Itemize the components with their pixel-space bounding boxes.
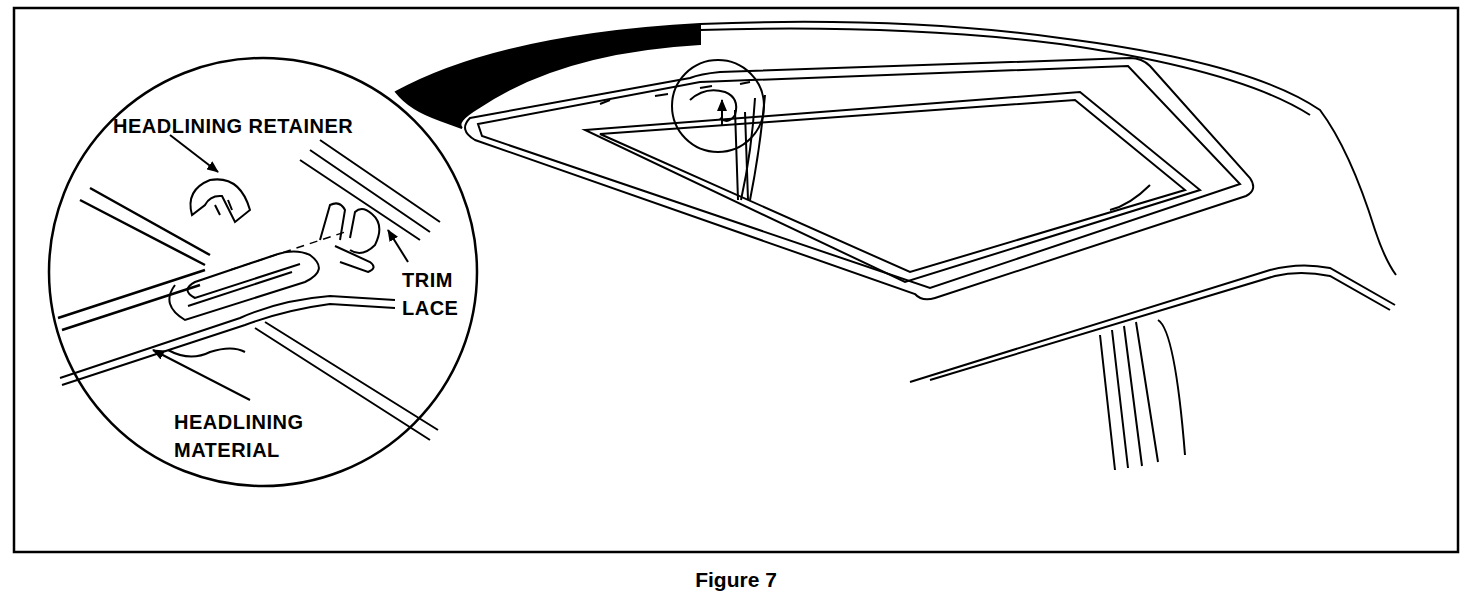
figure-caption: Figure 7 [536, 568, 936, 592]
part-label: TRIM LACE [402, 266, 472, 322]
part-label: HEADLINING MATERIAL [174, 408, 354, 464]
figure-frame [14, 8, 1458, 552]
leader-arrows [153, 135, 408, 400]
detail-magnifier [49, 58, 477, 486]
car-roof [396, 22, 1396, 470]
part-label: HEADLINING RETAINER [113, 112, 433, 140]
